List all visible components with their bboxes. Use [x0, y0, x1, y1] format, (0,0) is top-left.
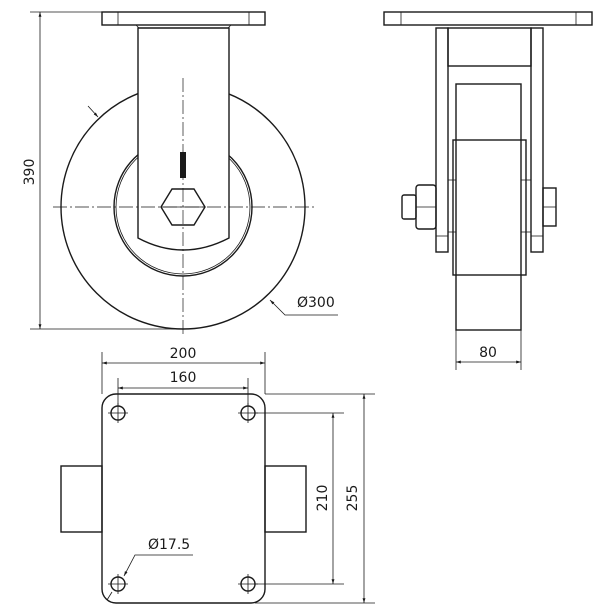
side-top-plate	[383, 11, 593, 26]
dim-255: 255	[345, 485, 361, 512]
axle-end	[401, 194, 417, 220]
dim-210: 210	[315, 485, 331, 512]
side-wheel	[455, 83, 522, 331]
fork-leg-right	[530, 27, 544, 253]
side-view: 80	[383, 11, 593, 370]
dim-160: 160	[170, 370, 197, 386]
dim-80: 80	[479, 345, 497, 361]
mounting-holes	[108, 403, 258, 594]
front-view: 390 Ø300	[22, 11, 338, 336]
tab-right	[264, 465, 307, 533]
dim-390: 390	[22, 159, 38, 186]
top-view: 200 160 210 255 Ø17.5	[60, 346, 375, 604]
top-plate	[101, 11, 266, 26]
logo-mark	[180, 152, 186, 178]
dim-hole-diameter: Ø17.5	[148, 537, 190, 553]
fork-leg-left	[435, 27, 449, 253]
dim-200: 200	[170, 346, 197, 362]
tab-left	[60, 465, 103, 533]
dim-wheel-diameter: Ø300	[297, 295, 335, 311]
fork	[137, 27, 230, 251]
mounting-plate	[101, 393, 266, 604]
